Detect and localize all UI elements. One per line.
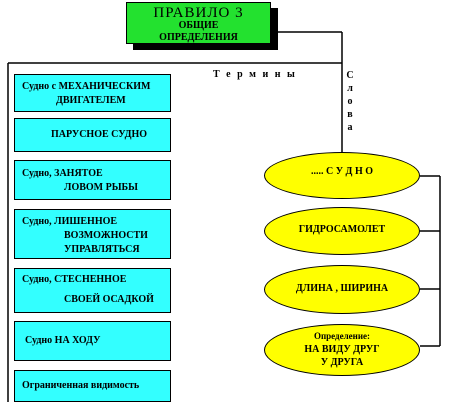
term-not-under-command: Судно, ЛИШЕННОЕ ВОЗМОЖНОСТИ УПРАВЛЯТЬСЯ <box>14 209 171 259</box>
title-main: ПРАВИЛО 3 <box>153 5 244 21</box>
word-seaplane: ГИДРОСАМОЛЕТ <box>264 207 420 255</box>
term-line: УПРАВЛЯТЬСЯ <box>64 244 140 255</box>
terms-label: Т е р м и н ы <box>213 69 297 80</box>
term-sailing-vessel: ПАРУСНОЕ СУДНО <box>14 118 171 152</box>
term-line: Судно, ЛИШЕННОЕ <box>22 216 118 227</box>
term-line: Судно, СТЕСНЕННОЕ <box>22 274 127 285</box>
term-line: ЛОВОМ РЫБЫ <box>64 182 138 193</box>
term-line: Судно с МЕХАНИЧЕСКИМ <box>22 81 151 92</box>
word-in-sight-definition: Определение: НА ВИДУ ДРУГ У ДРУГА <box>264 324 420 376</box>
word-line: ДЛИНА , ШИРИНА <box>295 283 389 294</box>
term-line: Судно НА ХОДУ <box>25 335 101 346</box>
words-label-letter: а <box>347 122 353 133</box>
words-label-letter: С <box>346 70 354 81</box>
word-line: НА ВИДУ ДРУГ <box>304 344 380 355</box>
word-line: ГИДРОСАМОЛЕТ <box>298 224 386 235</box>
title-sub-2: ОПРЕДЕЛЕНИЯ <box>159 32 238 43</box>
word-line: ..... С У Д Н О <box>311 166 373 177</box>
term-line: ПАРУСНОЕ СУДНО <box>51 129 148 140</box>
term-line: Ограниченная видимость <box>22 380 140 391</box>
word-line: Определение: <box>313 331 371 341</box>
words-label-letter: о <box>347 96 353 107</box>
term-constrained-by-draught: Судно, СТЕСНЕННОЕ СВОЕЙ ОСАДКОЙ <box>14 268 171 313</box>
term-mechanical-vessel: Судно с МЕХАНИЧЕСКИМ ДВИГАТЕЛЕМ <box>14 74 171 112</box>
title-sub-1: ОБЩИЕ <box>178 20 219 31</box>
term-line: ДВИГАТЕЛЕМ <box>56 95 126 106</box>
term-line: Судно, ЗАНЯТОЕ <box>22 168 103 179</box>
term-fishing-vessel: Судно, ЗАНЯТОЕ ЛОВОМ РЫБЫ <box>14 160 171 200</box>
term-line: СВОЕЙ ОСАДКОЙ <box>64 294 154 305</box>
words-label: С л о в а <box>344 69 356 134</box>
word-length-breadth: ДЛИНА , ШИРИНА <box>264 265 420 314</box>
term-restricted-visibility: Ограниченная видимость <box>14 370 171 402</box>
words-label-letter: л <box>347 83 353 94</box>
title-box: ПРАВИЛО 3 ОБЩИЕ ОПРЕДЕЛЕНИЯ <box>126 2 271 44</box>
term-line: ВОЗМОЖНОСТИ <box>64 230 148 241</box>
words-label-letter: в <box>347 109 353 120</box>
term-underway: Судно НА ХОДУ <box>14 321 171 361</box>
word-vessel: ..... С У Д Н О <box>264 152 420 199</box>
word-line: У ДРУГА <box>320 357 364 368</box>
